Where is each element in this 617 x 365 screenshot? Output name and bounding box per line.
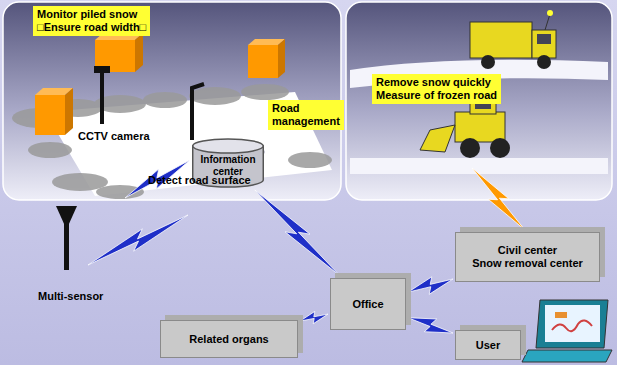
snow-truck xyxy=(470,10,556,69)
cctv-pole xyxy=(94,66,110,124)
center-box: Civil centerSnow removal center xyxy=(455,232,600,282)
snow-ground xyxy=(350,158,608,174)
lightning-connector xyxy=(255,190,340,276)
node-text: Related organs xyxy=(189,333,268,346)
lightning-bolt xyxy=(88,215,188,265)
orange-cube xyxy=(95,33,143,72)
callout-box: Monitor piled snow□Ensure road width□ xyxy=(33,6,150,36)
orange-cube xyxy=(248,39,285,78)
node-text: Snow removal center xyxy=(472,257,583,270)
sensor-pole xyxy=(190,84,204,140)
callout-box: Road management xyxy=(268,100,344,130)
snow-removal-panel xyxy=(346,2,612,200)
sensor-label: Multi-sensor xyxy=(38,290,103,303)
laptop xyxy=(522,300,612,362)
camera-label: CCTV camera xyxy=(78,130,150,143)
organ-box: Related organs xyxy=(160,320,298,358)
lightning-bolt xyxy=(472,168,525,230)
multi-sensor-antenna xyxy=(56,206,77,270)
lightning-connector xyxy=(300,311,328,323)
node-text: Monitor piled snow xyxy=(37,8,146,21)
node-text: Road management xyxy=(272,102,340,128)
node-text: Measure of frozen road xyxy=(376,89,497,102)
sensor-label: Detect road surface xyxy=(148,174,251,187)
orange-cube xyxy=(35,88,73,135)
user-box: User xyxy=(455,330,521,360)
node-text: Remove snow quickly xyxy=(376,76,497,89)
callout-box: Remove snow quicklyMeasure of frozen roa… xyxy=(372,74,501,104)
node-text: Office xyxy=(352,298,383,311)
lightning-connector xyxy=(408,318,453,333)
node-text: □Ensure road width□ xyxy=(37,21,146,34)
node-text: User xyxy=(476,339,500,352)
office-box: Office xyxy=(330,278,406,330)
node-text: Civil center xyxy=(498,244,557,257)
lightning-connector xyxy=(408,277,453,295)
